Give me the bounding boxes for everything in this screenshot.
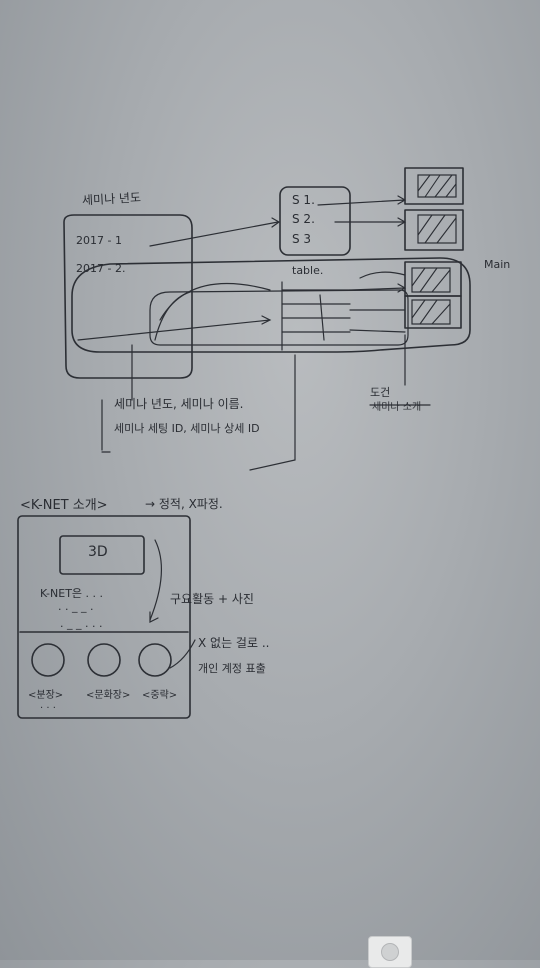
- kim-struck: 세미나 소개: [372, 402, 422, 413]
- circle-3-label: <중략>: [142, 690, 178, 701]
- arc-arrow: [154, 291, 191, 341]
- year-1: 2017 - 1: [76, 234, 122, 247]
- grid-line: [319, 294, 325, 341]
- hatched-box-4: [404, 295, 462, 329]
- inner-outline: [149, 289, 409, 346]
- wall-outlet: [368, 936, 412, 968]
- circle-1-label: <분장>: [28, 690, 64, 701]
- knet-3d-box: [59, 535, 145, 575]
- note-1: 세미나 년도, 세미나 이름.: [114, 397, 244, 411]
- hatched-box-2: [404, 209, 464, 251]
- arrow-table3: [349, 329, 406, 333]
- arrow-year-to-s: [149, 221, 279, 247]
- arc-connector: [359, 271, 406, 279]
- knet-heading: <K-NET 소개>: [20, 498, 108, 513]
- note-main: 구요활동 + 사진: [170, 592, 254, 606]
- hatched-box-3: [404, 261, 462, 297]
- knet-dots-1: . . _ _ .: [58, 600, 94, 613]
- s3-label: S 3: [292, 232, 312, 246]
- knet-text: K-NET은 . . .: [40, 587, 104, 600]
- knet-3d-label: 3D: [88, 544, 108, 560]
- arrow-head: [271, 217, 281, 228]
- s2-label: S 2.: [292, 212, 315, 226]
- seminar-year-label: 세미나 년도: [81, 190, 142, 208]
- knet-circle-3: [138, 643, 172, 677]
- year-2: 2017 - 2.: [76, 262, 126, 275]
- tail-dots: . . .: [40, 700, 56, 711]
- knet-dots-2: . _ _ . . .: [60, 617, 103, 630]
- arc-arrow: [159, 282, 271, 321]
- table-group-outline: [71, 257, 471, 353]
- knet-tail: → 정적, X파정.: [145, 497, 223, 511]
- arrow-s2: [334, 217, 407, 227]
- note-x2: 개인 계정 표출: [198, 662, 266, 675]
- s-group-box: [279, 186, 351, 256]
- note-x1: X 없는 걸로 ..: [198, 636, 270, 650]
- note-2: 세미나 세팅 ID, 세미나 상세 ID: [114, 422, 260, 435]
- main-label: Main: [484, 258, 511, 271]
- knet-circle-2: [87, 643, 121, 677]
- hatched-box-1: [404, 167, 464, 205]
- knet-x-arrow: [169, 639, 196, 669]
- kim-label: 도건: [370, 386, 391, 399]
- circle-2-label: <문화장>: [86, 690, 131, 701]
- knet-note-arrow: [149, 539, 162, 621]
- table-label: table.: [292, 264, 324, 277]
- knet-circle-1: [31, 643, 65, 677]
- knet-frame: [17, 515, 191, 719]
- connector: [249, 354, 296, 471]
- arrow: [77, 315, 272, 341]
- arrow-head: [149, 611, 159, 623]
- s1-label: S 1.: [292, 193, 315, 207]
- year-group-outline: [63, 214, 193, 379]
- arrow-s1: [317, 195, 407, 206]
